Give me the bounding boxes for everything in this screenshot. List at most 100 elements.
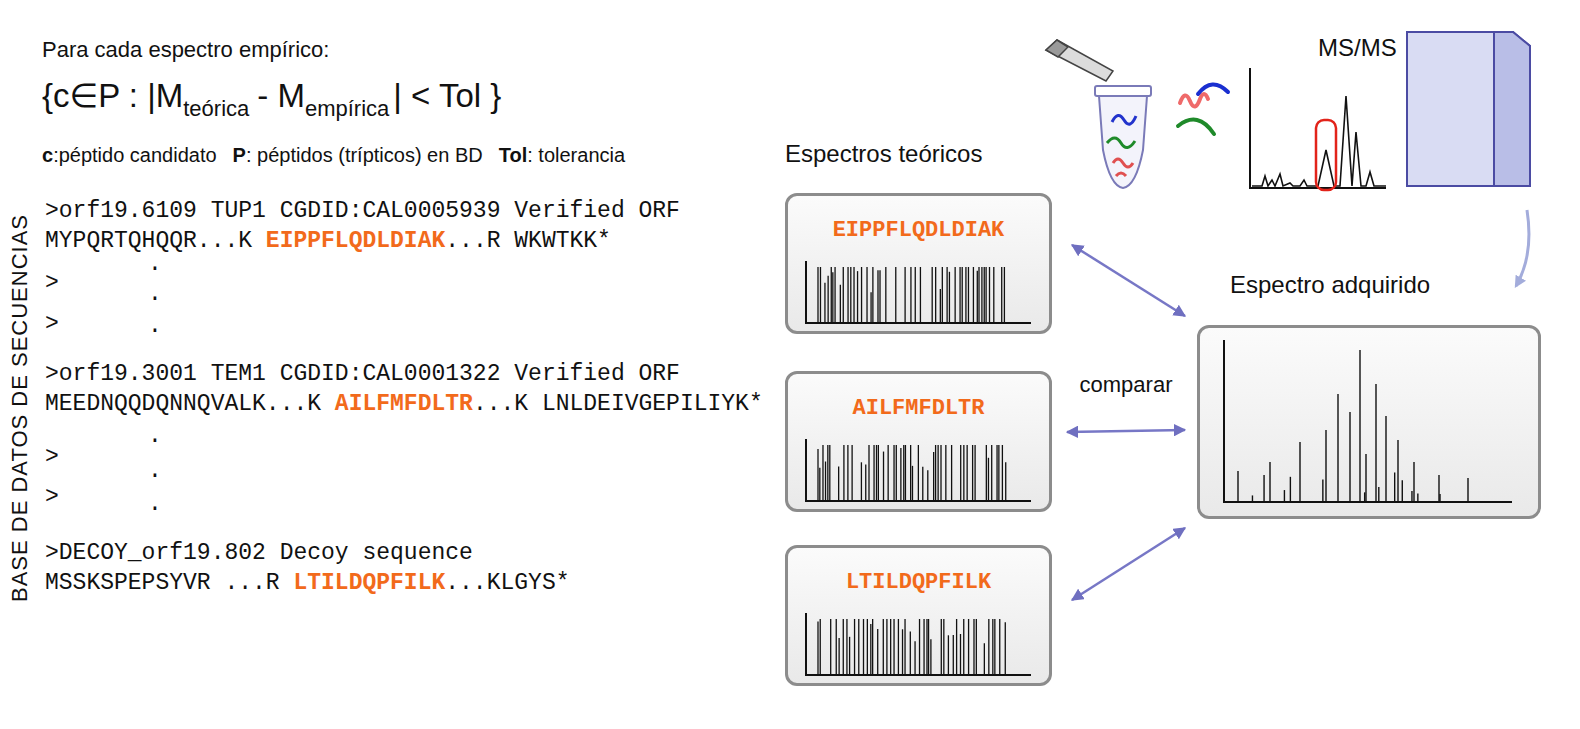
peak <box>945 445 946 501</box>
peak <box>923 619 924 675</box>
axis <box>806 261 1031 323</box>
peak <box>956 619 957 675</box>
peak <box>941 619 942 675</box>
label-text: > <box>45 270 59 296</box>
fasta-header: >orf19.6109 TUP1 CGDID:CAL0005939 Verifi… <box>45 198 680 224</box>
peak <box>827 276 828 323</box>
peak <box>847 445 848 501</box>
peak <box>942 267 943 323</box>
peak <box>1349 412 1350 502</box>
axis <box>806 613 1031 675</box>
peak <box>1005 622 1006 675</box>
peak <box>910 632 911 675</box>
peak <box>1004 267 1005 323</box>
compare-arrow <box>1072 245 1185 316</box>
peak <box>1397 440 1398 502</box>
peak <box>831 267 832 323</box>
peptide-name: EIPPFLQDLDIAK <box>788 196 1049 244</box>
peak <box>919 619 920 675</box>
peak <box>968 267 969 323</box>
peak <box>1375 384 1376 502</box>
peak <box>829 445 830 501</box>
peak <box>1439 494 1440 502</box>
peak <box>988 619 989 675</box>
peak <box>943 619 944 675</box>
ellipsis-dot: . <box>148 458 162 484</box>
peak <box>843 445 844 501</box>
peak <box>914 641 915 675</box>
peak <box>866 267 867 323</box>
peak <box>922 467 923 501</box>
peak <box>832 272 833 323</box>
peak <box>973 619 974 675</box>
peak <box>988 458 989 501</box>
label-text: MSSKSPEPSYVR ...R <box>45 570 280 596</box>
ellipsis-dot: . <box>148 251 162 277</box>
peptide-highlight: LTILDQPFILK <box>293 570 445 596</box>
peak <box>935 267 936 323</box>
peak <box>890 619 891 675</box>
label-text: MS/MS <box>1318 34 1397 61</box>
peak <box>877 629 878 675</box>
axis <box>1224 340 1512 502</box>
label-text: ...R WKWTKK* <box>445 228 611 254</box>
peak <box>895 267 896 323</box>
peak <box>1290 477 1291 502</box>
label-text: teórica <box>183 96 249 121</box>
peak <box>900 448 901 501</box>
peak <box>930 639 931 675</box>
spectrum-bars <box>788 374 1049 509</box>
peak <box>843 267 844 323</box>
peak <box>847 267 848 323</box>
peak <box>820 267 821 323</box>
peak <box>953 635 954 675</box>
peak <box>963 445 964 501</box>
peak <box>822 445 823 501</box>
peak <box>838 466 839 501</box>
theoretical-spectrum: AILFMFDLTR <box>785 371 1052 512</box>
peptide-highlight: AILFMFDLTR <box>335 391 473 417</box>
peak <box>977 271 978 323</box>
peak <box>902 629 903 675</box>
peak <box>951 445 952 501</box>
vertical-heading: BASE DE DATOS DE SECUENCIAS <box>6 214 34 602</box>
box-heading: Espectro adquirido <box>1197 271 1541 299</box>
peak <box>865 464 866 501</box>
label-text: . <box>148 313 162 339</box>
fasta-header: >DECOY_orf19.802 Decoy sequence <box>45 540 473 566</box>
sequence-line: MYPQRTQHQQR...KEIPPFLQDLDIAK...R WKWTKK* <box>45 228 611 254</box>
peak <box>886 619 887 675</box>
peak <box>965 267 966 323</box>
label-text: . <box>148 491 162 517</box>
peak <box>893 619 894 675</box>
peak <box>1337 394 1338 502</box>
peak <box>1359 350 1360 502</box>
peak <box>1237 471 1238 502</box>
peak <box>867 619 868 675</box>
mass-spectrometer <box>1407 32 1530 186</box>
peak <box>870 292 871 323</box>
label-text: > <box>45 484 59 510</box>
peptide-name: AILFMFDLTR <box>788 374 1049 422</box>
peak <box>972 445 973 501</box>
label-text: {c∈P : |M <box>42 77 183 114</box>
peak <box>967 445 968 501</box>
instrument-label: MS/MS <box>1318 34 1397 62</box>
label-text: . <box>148 281 162 307</box>
peak <box>998 445 999 501</box>
peak <box>888 445 889 501</box>
peak <box>903 445 904 501</box>
peak <box>993 267 994 323</box>
peak <box>981 267 982 323</box>
spectrum-frame <box>1197 325 1541 519</box>
peak <box>896 445 897 501</box>
label-text: >DECOY_orf19.802 Decoy sequence <box>45 540 473 566</box>
peptides <box>1178 84 1228 134</box>
peak <box>915 267 916 323</box>
peak <box>963 619 964 675</box>
peak <box>940 445 941 501</box>
peak <box>954 267 955 323</box>
peak <box>876 445 877 501</box>
peak <box>1394 472 1395 502</box>
ellipsis-dot: . <box>148 313 162 339</box>
